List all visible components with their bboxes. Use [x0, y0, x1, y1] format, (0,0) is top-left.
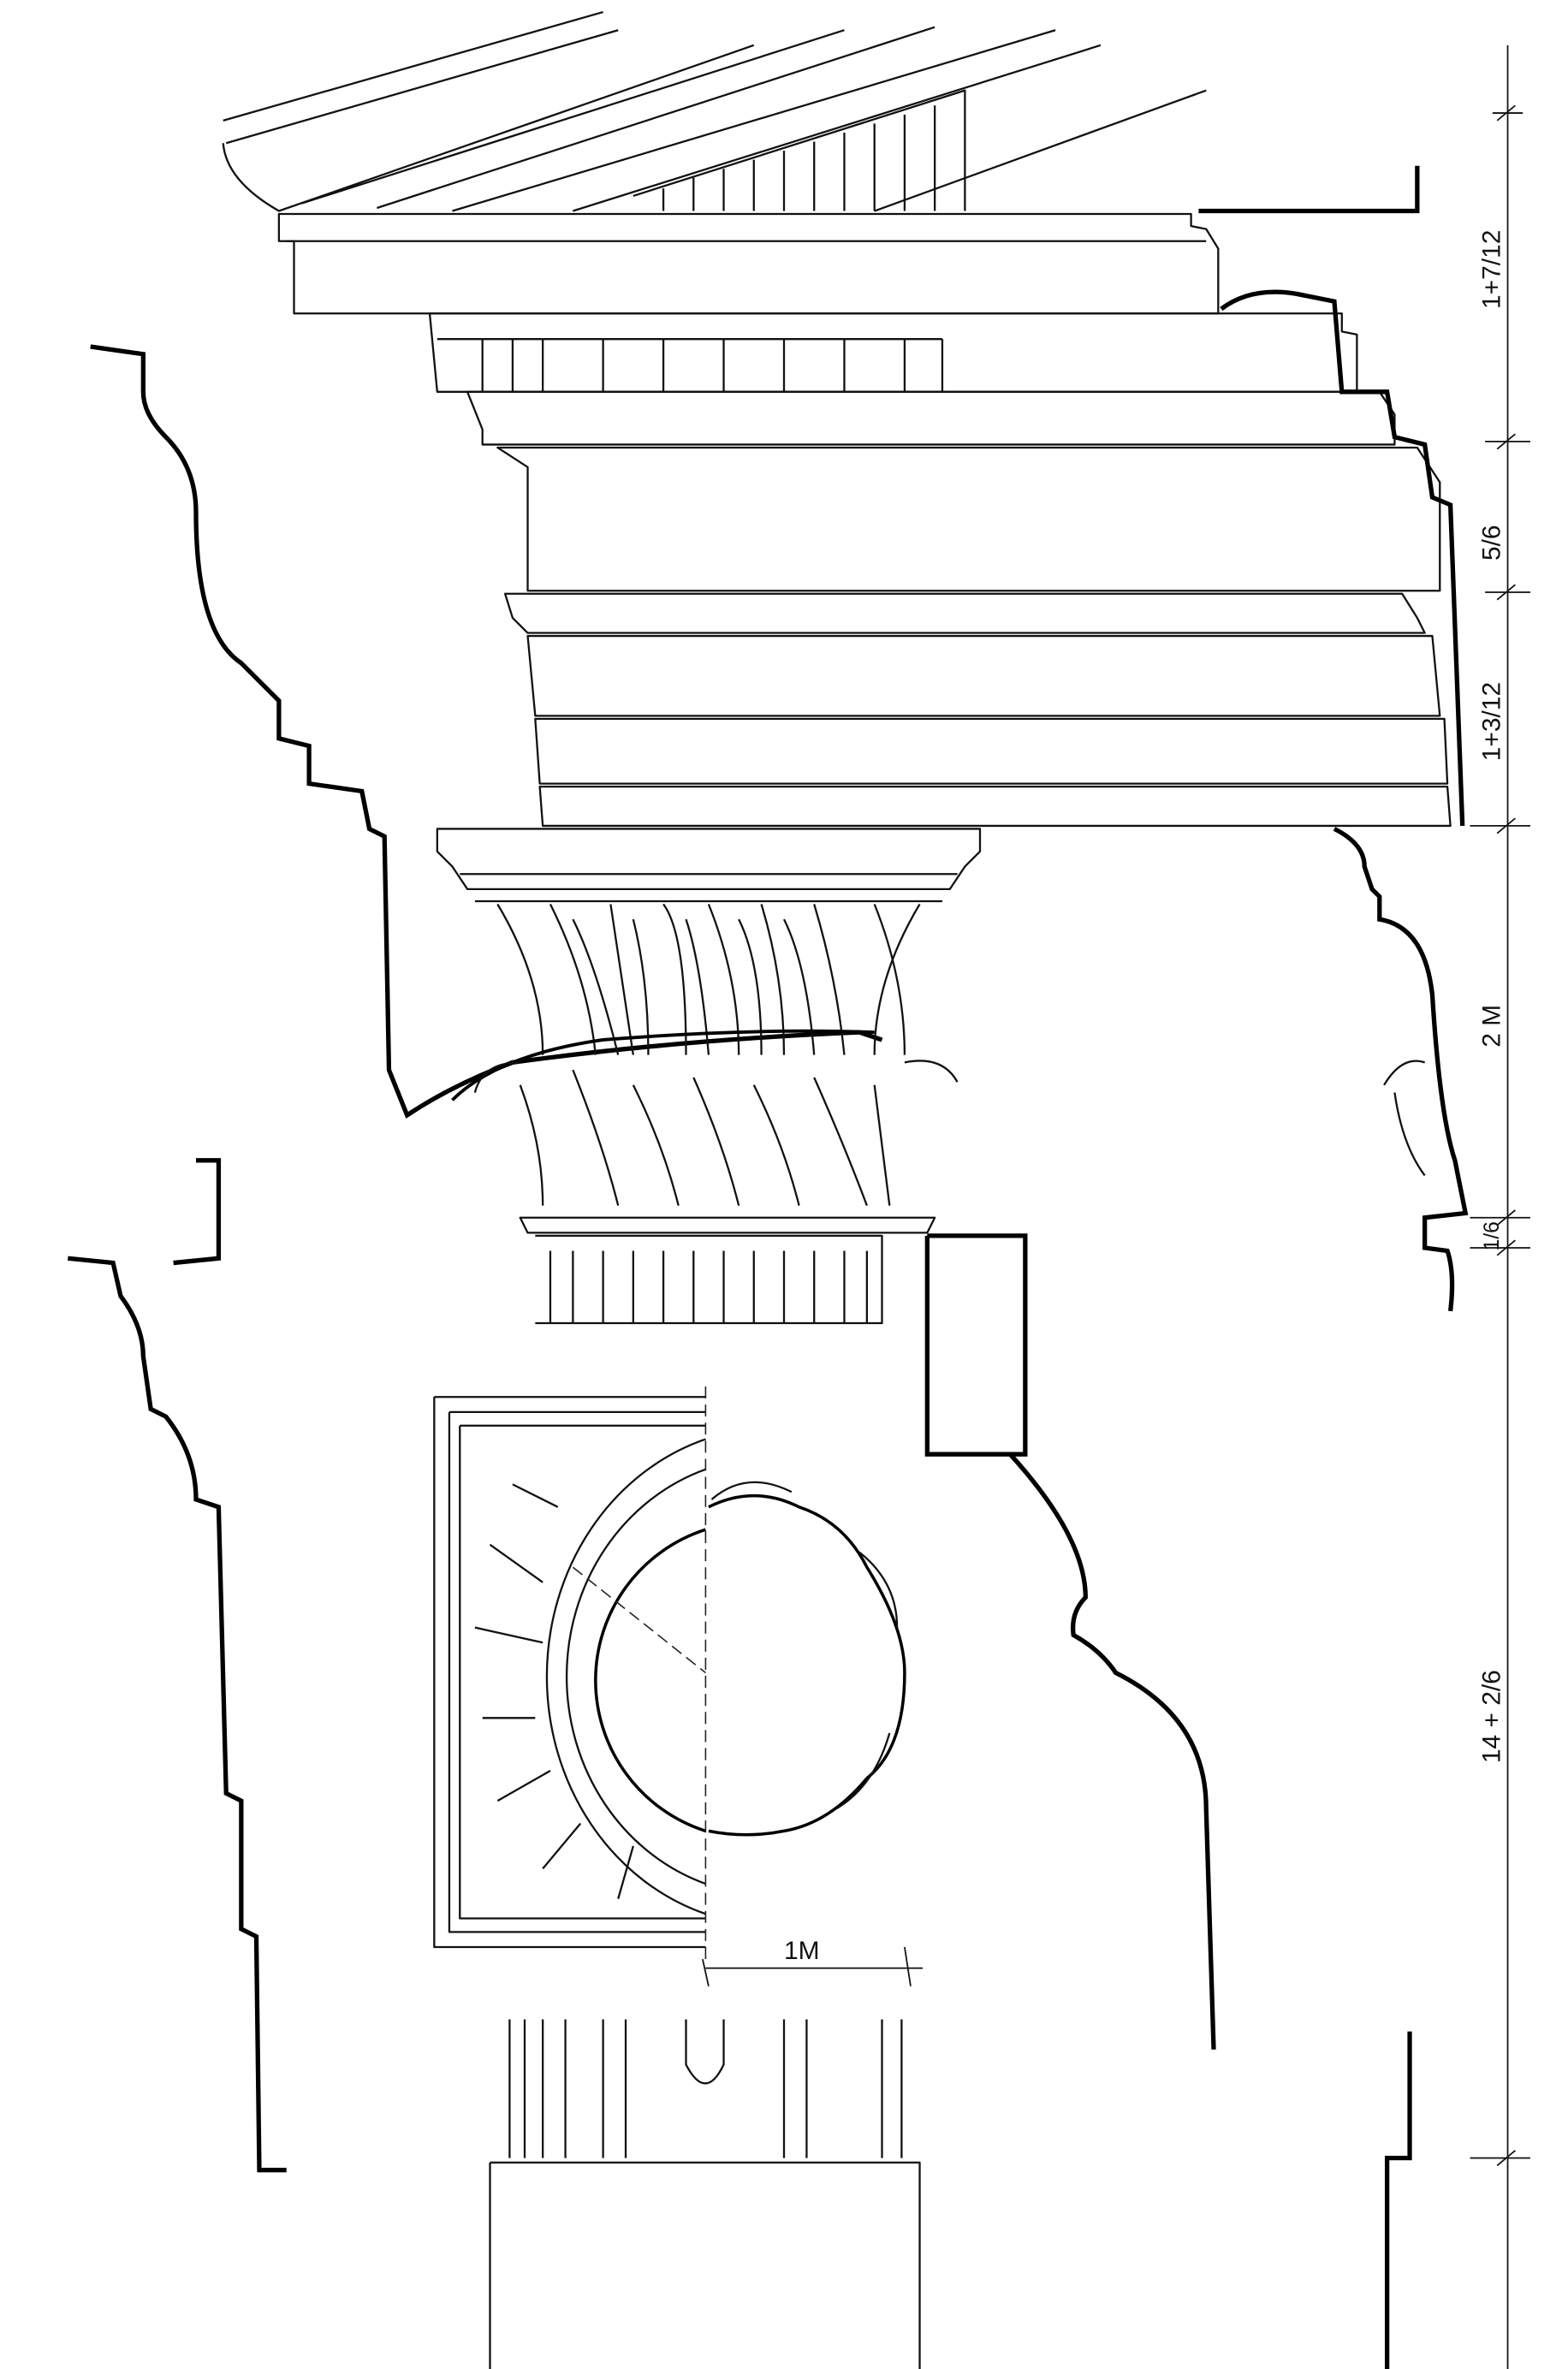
- entablature-profile: [90, 344, 883, 1119]
- pediment: [222, 10, 1207, 212]
- dim-capital: 2 M: [1478, 1005, 1506, 1048]
- shaft-profile: [924, 1233, 1216, 2050]
- dim-architrave: 1+3/12: [1478, 682, 1506, 761]
- dimension-chain: 1+7/12 5/6 1+3/12 2 M 1/6 14 + 2/6: [1470, 45, 1530, 2369]
- dim-astragal: 1/6: [1481, 1221, 1504, 1250]
- dim-shaft: 14 + 2/6: [1478, 1670, 1506, 1763]
- dim-cornice: 1+7/12: [1478, 230, 1506, 309]
- frieze: [496, 446, 1441, 592]
- capital-profile: [1333, 827, 1469, 1312]
- architrave: [503, 592, 1452, 828]
- module-label: 1M: [784, 1937, 820, 1965]
- module-dimension-line: [702, 1946, 924, 1986]
- dim-frieze: 5/6: [1478, 525, 1506, 561]
- column-plan: [433, 1386, 906, 1960]
- column-base: [489, 2019, 921, 2369]
- cornice: [277, 212, 1396, 446]
- corinthian-capital: [436, 828, 982, 1325]
